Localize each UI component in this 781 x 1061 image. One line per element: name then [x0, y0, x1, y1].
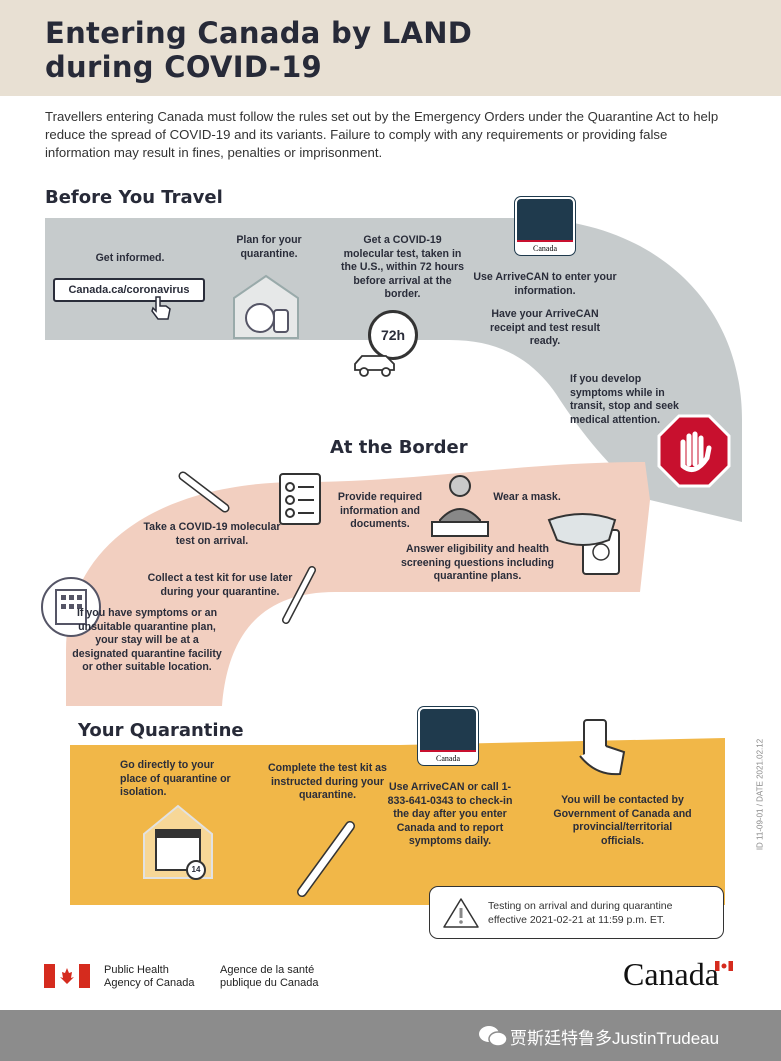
test-kit-tube-icon: [297, 821, 355, 897]
border-officer-icon: [431, 475, 489, 537]
get-informed-text: Get informed.: [95, 252, 165, 264]
quarantine-facility-icon: [41, 577, 101, 637]
agency-fr-line-2: publique du Canada: [220, 977, 319, 989]
complete-kit-text: Complete the test kit as instructed duri…: [268, 762, 387, 801]
checklist-icon: [279, 473, 321, 525]
test-tube-icon: [178, 471, 230, 513]
notice-line-1: Testing on arrival and during quarantine: [488, 900, 673, 912]
plan-quarantine-text: Plan for your quarantine.: [236, 234, 302, 260]
warning-icon: [443, 898, 479, 928]
watermark-text: 贾斯廷特鲁多JustinTrudeau: [510, 1029, 720, 1048]
phone-hand-icon: [579, 719, 626, 776]
contacted-text: You will be contacted by Government of C…: [553, 794, 692, 847]
canada-wordmark: Canada: [623, 956, 719, 992]
before-travel-band: [45, 218, 742, 522]
car-icon: [354, 355, 395, 377]
arrivecan-receipt-text: Have your ArriveCAN receipt and test res…: [489, 308, 601, 347]
arrivecan-app-icon: Canada: [515, 197, 575, 255]
wechat-icon: [479, 1026, 508, 1047]
calendar-day-badge: 14: [186, 860, 206, 880]
app-label: Canada: [517, 240, 573, 253]
border-band: [66, 462, 650, 706]
test-kit-text: Collect a test kit for use later during …: [147, 572, 293, 598]
checkin-text: Use ArriveCAN or call 1-833-641-0343 to …: [387, 781, 513, 847]
intro-text: Travellers entering Canada must follow t…: [45, 109, 719, 160]
route-bands: [45, 218, 742, 905]
stop-hand-icon: [657, 414, 731, 488]
notice-line-2: effective 2021-02-21 at 11:59 p.m. ET.: [488, 914, 666, 926]
quarantine-band: [70, 738, 725, 905]
agency-en-line-2: Agency of Canada: [104, 977, 195, 989]
document-id: ID 11-09-01 / DATE 2021.02.12: [755, 738, 765, 851]
arrivecan-enter-text: Use ArriveCAN to enter your information.: [473, 271, 617, 297]
your-quarantine-heading: Your Quarantine: [78, 720, 244, 741]
house-apple-icon: [233, 274, 299, 339]
transit-symptoms-text: If you develop symptoms while in transit…: [570, 373, 679, 426]
wear-mask-text: Wear a mask.: [493, 491, 561, 503]
app-label: Canada: [420, 750, 476, 763]
title-line-2: during COVID-19: [45, 50, 323, 84]
agency-en-line-1: Public Health: [104, 964, 169, 976]
at-border-heading: At the Border: [330, 437, 468, 458]
clock-72h-icon: 72h: [368, 310, 418, 360]
facility-text: If you have symptoms or an unsuitable qu…: [72, 607, 222, 673]
testing-notice: Testing on arrival and during quarantine…: [429, 886, 724, 939]
canada-flag-icon: [44, 964, 90, 988]
pointer-hand-icon: [151, 296, 171, 320]
wordmark-flag-icon: [715, 961, 733, 971]
agency-fr-line-1: Agence de la santé: [220, 964, 315, 976]
header: [0, 0, 781, 96]
go-directly-text: Go directly to your place of quarantine …: [120, 759, 231, 798]
documents-text: Provide required information and documen…: [337, 491, 423, 530]
mask-passport-icon: [547, 513, 620, 575]
watermark-bar: 贾斯廷特鲁多JustinTrudeau: [0, 1010, 781, 1061]
swab-tube-icon: [282, 566, 316, 624]
arrival-test-text: Take a COVID-19 molecular test on arriva…: [143, 521, 281, 547]
before-travel-heading: Before You Travel: [45, 187, 223, 208]
canada-coronavirus-link[interactable]: Canada.ca/coronavirus: [53, 278, 205, 302]
arrivecan-app-icon-quarantine: Canada: [418, 707, 478, 765]
title-line-1: Entering Canada by LAND: [45, 16, 473, 50]
screening-text: Answer eligibility and health screening …: [400, 543, 555, 582]
pre-arrival-test-text: Get a COVID-19 molecular test, taken in …: [340, 234, 465, 300]
